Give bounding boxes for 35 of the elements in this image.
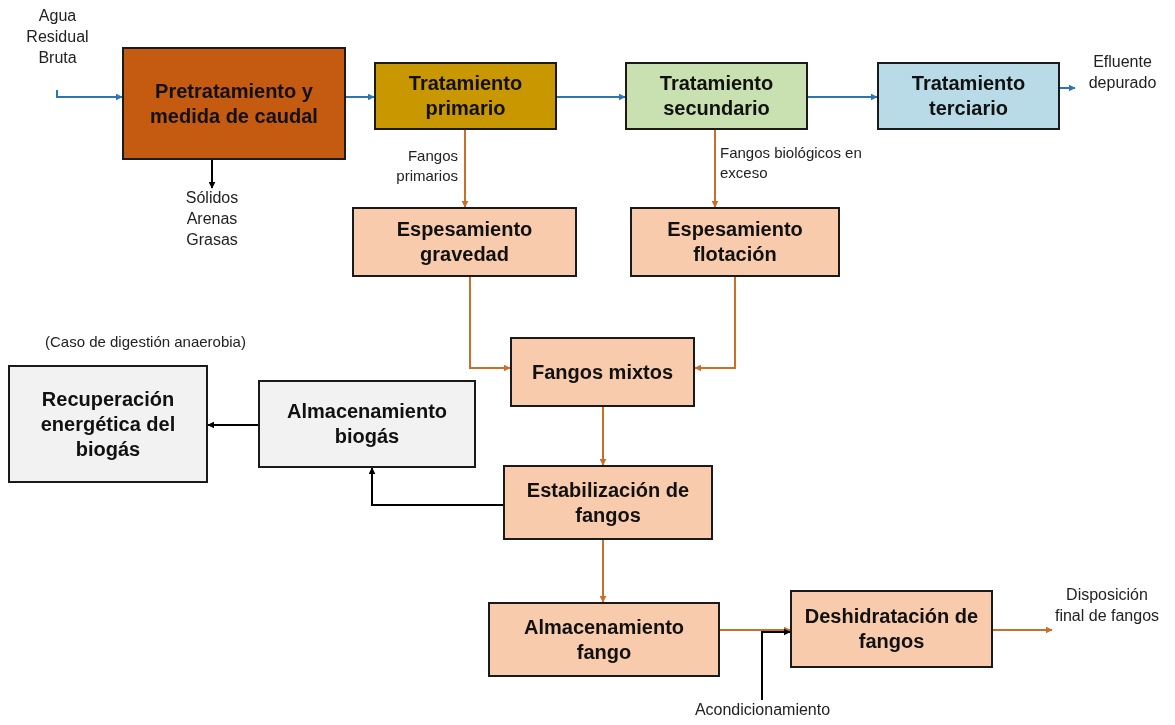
arrow (368, 467, 504, 506)
process-box: Almacenamiento biogás (258, 380, 476, 468)
flow-label: Efluente depurado (1075, 52, 1170, 94)
process-box: Pretratamiento y medida de caudal (122, 47, 346, 160)
arrow (1059, 84, 1076, 92)
arrow (807, 93, 878, 101)
arrow (208, 159, 216, 189)
arrow (556, 93, 626, 101)
flow-label: Sólidos Arenas Grasas (172, 188, 252, 268)
arrow (599, 406, 607, 466)
process-box: Fangos mixtos (510, 337, 695, 407)
arrow (56, 89, 123, 101)
arrow (207, 421, 259, 429)
arrow (719, 626, 791, 634)
process-box: Recuperación energética del biogás (8, 365, 208, 483)
arrow (694, 276, 736, 372)
process-box: Espesamiento flotación (630, 207, 840, 277)
arrow (992, 626, 1053, 634)
process-box: Deshidratación de fangos (790, 590, 993, 668)
process-box: Espesamiento gravedad (352, 207, 577, 277)
arrow (469, 276, 511, 372)
process-box: Estabilización de fangos (503, 465, 713, 540)
process-box: Tratamiento terciario (877, 62, 1060, 130)
process-box: Almacenamiento fango (488, 602, 720, 677)
arrow (599, 539, 607, 603)
flow-label: Disposición final de fangos (1052, 585, 1162, 665)
note-text: (Caso de digestión anaerobia) (45, 333, 246, 350)
arrow (761, 628, 791, 701)
flow-label: Agua Residual Bruta (15, 6, 100, 90)
flow-label: Acondicionamiento (650, 700, 875, 724)
arrow (461, 129, 469, 208)
arrow (345, 93, 375, 101)
process-box: Tratamiento primario (374, 62, 557, 130)
arrow (711, 129, 719, 208)
process-box: Tratamiento secundario (625, 62, 808, 130)
